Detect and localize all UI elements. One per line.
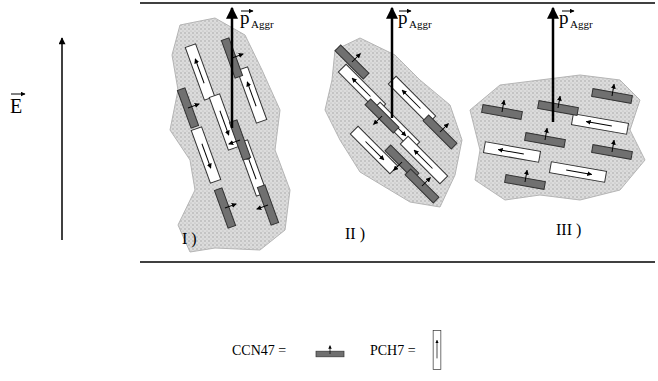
pch7-molecule: [185, 44, 214, 100]
panel-number: III ): [556, 222, 581, 238]
dipole-arrow: [391, 8, 394, 118]
ccn47-molecule: [177, 85, 206, 128]
ccn47-molecule: [335, 39, 375, 79]
aggregate-three: [470, 8, 645, 200]
ccn47-molecule: [221, 35, 250, 78]
pch7-symbol: [433, 330, 441, 369]
ccn47-molecule: [405, 163, 445, 203]
dipole-symbol: p: [559, 8, 569, 27]
ccn47-molecule: [592, 137, 634, 160]
ccn47-molecule: [592, 81, 634, 104]
field-symbol: E: [10, 96, 22, 116]
ccn47-molecule: [250, 185, 279, 228]
ccn47-symbol: [316, 346, 344, 357]
ccn47-molecule: [505, 167, 547, 190]
pch7-molecule: [571, 114, 628, 135]
legend-text: CCN47 =: [232, 344, 286, 358]
ccn47-molecule: [482, 97, 524, 120]
ccn47-molecule: [214, 185, 243, 228]
pch7-molecule: [549, 162, 606, 183]
aggregate-outline: [470, 75, 645, 200]
dipole-subscript: Aggr: [409, 19, 432, 30]
dipole-subscript: Aggr: [251, 19, 274, 30]
field-arrow: [61, 38, 63, 240]
aggregate-two: [325, 8, 463, 207]
bottom-rule: [140, 261, 655, 263]
ccn47-molecule: [222, 120, 251, 163]
dipole-symbol: p: [398, 8, 408, 27]
vector-accent: [11, 94, 25, 95]
dipole-arrow: [552, 8, 555, 122]
dipole-symbol: p: [240, 8, 250, 27]
top-rule: [140, 2, 655, 4]
aggregate-outline: [170, 18, 290, 252]
aggregate-outline: [325, 38, 462, 207]
legend-text: PCH7 =: [370, 344, 416, 358]
dipole-arrow: [231, 8, 234, 128]
ccn47-molecule: [423, 109, 463, 149]
pch7-molecule: [191, 127, 220, 183]
ccn47-molecule: [538, 93, 580, 116]
pch7-molecule: [483, 142, 540, 163]
ccn47-molecule: [525, 125, 567, 148]
panel-number: II ): [345, 226, 365, 242]
dipole-subscript: Aggr: [570, 19, 593, 30]
aggregate-one: [170, 8, 290, 252]
panel-number: I ): [182, 231, 197, 247]
